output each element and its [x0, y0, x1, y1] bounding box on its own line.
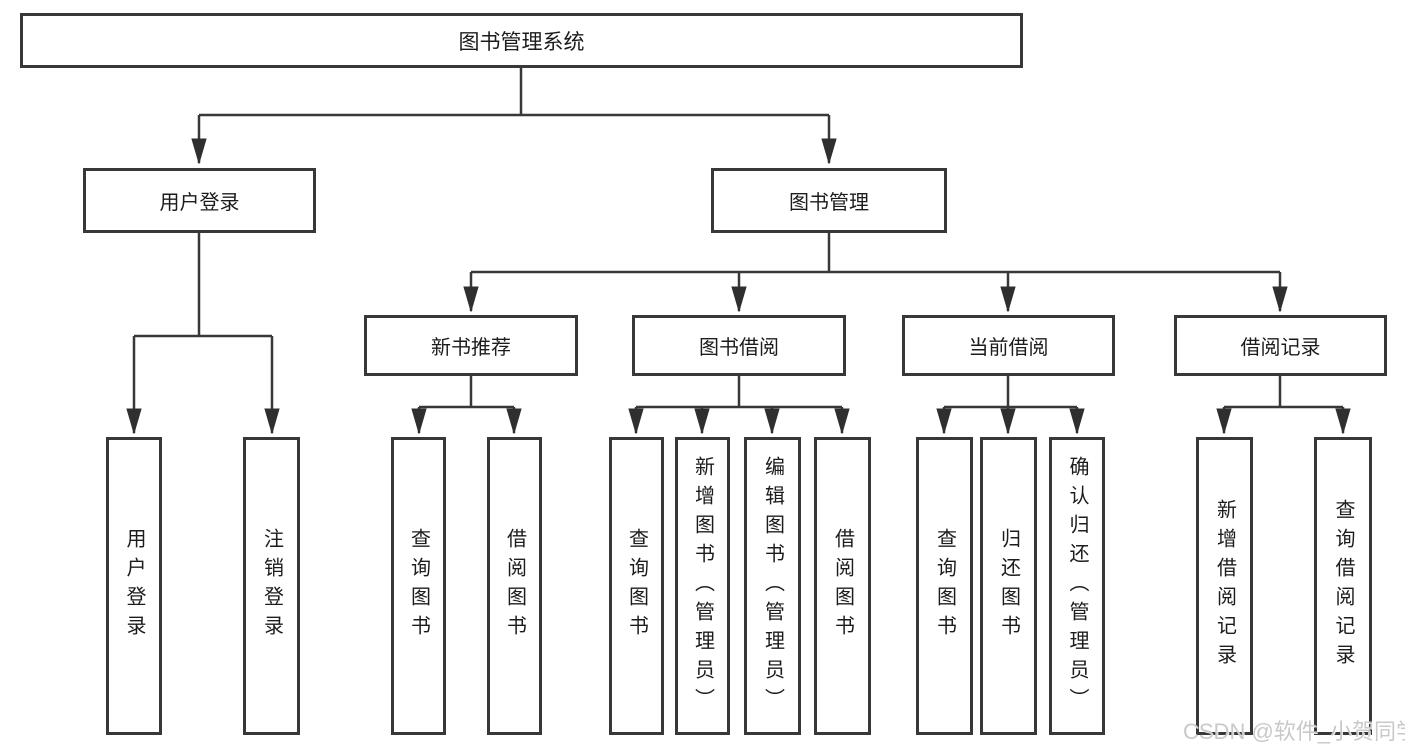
node-borrow-records: 借阅记录 [1174, 315, 1387, 376]
node-borrow-records-label: 借阅记录 [1240, 337, 1321, 359]
leaf-query-borrow-record-label: 查询借阅记录 [1332, 499, 1354, 673]
node-root-label: 图书管理系统 [458, 30, 585, 54]
node-book-management: 图书管理 [711, 168, 947, 233]
node-user-login-label: 用户登录 [159, 192, 240, 214]
leaf-query-books-borrow-label: 查询图书 [625, 528, 648, 644]
leaf-borrow-books-newbooks: 借阅图书 [487, 437, 542, 735]
node-current-borrow: 当前借阅 [902, 315, 1115, 376]
leaf-edit-books-admin: 编辑图书（管理员） [744, 437, 801, 735]
leaf-add-books-admin: 新增图书（管理员） [675, 437, 730, 735]
leaf-edit-books-admin-label: 编辑图书（管理员） [761, 455, 784, 717]
leaf-borrow-books-label: 借阅图书 [831, 528, 854, 644]
leaf-return-books: 归还图书 [980, 437, 1037, 735]
node-current-borrow-label: 当前借阅 [968, 337, 1049, 359]
node-new-book-recommend: 新书推荐 [364, 315, 578, 376]
leaf-logout: 注销登录 [243, 437, 300, 735]
leaf-add-borrow-record: 新增借阅记录 [1196, 437, 1253, 735]
leaf-add-borrow-record-label: 新增借阅记录 [1213, 499, 1236, 673]
leaf-user-login: 用户登录 [106, 437, 162, 735]
leaf-logout-label: 注销登录 [260, 528, 283, 644]
leaf-query-books-borrow: 查询图书 [609, 437, 664, 735]
node-new-book-recommend-label: 新书推荐 [431, 337, 511, 359]
leaf-query-books-newbooks-label: 查询图书 [407, 528, 430, 644]
node-user-login: 用户登录 [83, 168, 316, 233]
leaf-add-books-admin-label: 新增图书（管理员） [691, 455, 714, 717]
leaf-query-books-current: 查询图书 [916, 437, 973, 735]
leaf-query-borrow-record: 查询借阅记录 [1314, 437, 1372, 735]
node-book-borrow-label: 图书借阅 [699, 337, 779, 359]
leaf-borrow-books-newbooks-label: 借阅图书 [503, 528, 526, 644]
csdn-watermark: CSDN @软件_小贺同学 [1183, 719, 1405, 744]
leaf-confirm-return-admin: 确认归还（管理员） [1049, 437, 1105, 735]
leaf-query-books-current-label: 查询图书 [933, 528, 956, 644]
node-book-management-label: 图书管理 [789, 192, 869, 214]
leaf-borrow-books: 借阅图书 [814, 437, 871, 735]
leaf-return-books-label: 归还图书 [997, 528, 1020, 644]
node-book-borrow: 图书借阅 [632, 315, 846, 376]
leaf-user-login-label: 用户登录 [123, 528, 145, 644]
leaf-query-books-newbooks: 查询图书 [391, 437, 446, 735]
node-root: 图书管理系统 [20, 13, 1023, 68]
leaf-confirm-return-admin-label: 确认归还（管理员） [1066, 455, 1088, 717]
